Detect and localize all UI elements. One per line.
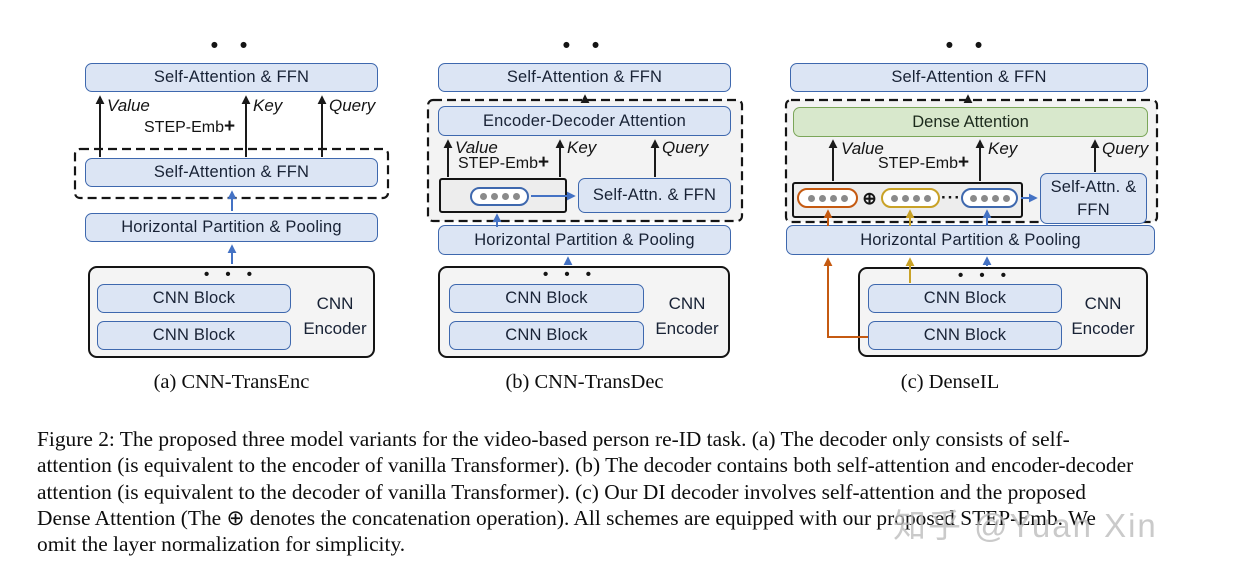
horizontal-partition-pooling-box: Horizontal Partition & Pooling xyxy=(786,225,1155,255)
token-dot xyxy=(818,194,826,202)
panel-caption-b: (b) CNN-TransDec xyxy=(505,371,664,393)
step-emb-label: STEP-Emb+ xyxy=(144,116,235,138)
token-group-yellow xyxy=(881,188,940,208)
query-label: Query xyxy=(1102,139,1149,158)
token-dot xyxy=(991,194,999,202)
token-dot xyxy=(980,194,988,202)
watermark: 知乎 @Yuan Xin xyxy=(893,507,1158,544)
cnn-encoder-label: CNN Encoder xyxy=(303,294,367,338)
decoder-self-attention-ffn-box: Self-Attention & FFN xyxy=(85,158,378,187)
step-emb-text: STEP-Emb xyxy=(458,155,539,172)
figure-caption-line: attention (is equivalent to the encoder … xyxy=(37,453,1134,478)
token-dot xyxy=(512,193,520,200)
step-emb-text: STEP-Emb xyxy=(144,119,225,136)
plus-icon: + xyxy=(224,116,236,137)
step-emb-label: STEP-Emb+ xyxy=(458,152,549,174)
token-dot xyxy=(901,194,909,202)
self-attention-ffn-box: Self-Attention & FFN xyxy=(438,63,731,92)
cnn-block: CNN Block xyxy=(868,284,1062,313)
horizontal-partition-pooling-box: Horizontal Partition & Pooling xyxy=(438,225,731,255)
panel-caption-a: (a) CNN-TransEnc xyxy=(153,371,310,393)
panel-caption-c: (c) DenseIL xyxy=(900,371,1000,393)
figure-caption: Figure 2: The proposed three model varia… xyxy=(37,426,1133,557)
step-emb-label: STEP-Emb+ xyxy=(878,152,969,174)
token-dot xyxy=(912,194,920,202)
self-attn-ffn-box: Self-Attn. & FFN xyxy=(1040,173,1147,224)
cnn-stack-dots: • • • xyxy=(542,266,598,283)
token-dot xyxy=(969,194,977,202)
cnn-block: CNN Block xyxy=(97,284,291,313)
token-dot xyxy=(923,194,931,202)
token-dot xyxy=(829,194,837,202)
key-label: Key xyxy=(567,138,597,157)
query-label: Query xyxy=(329,96,376,115)
token-dot xyxy=(479,193,487,200)
token-dot xyxy=(807,194,815,202)
cnn-encoder-label: CNN Encoder xyxy=(655,294,719,338)
cnn-block: CNN Block xyxy=(97,321,291,350)
concatenation-oplus-icon: ⊕ xyxy=(862,189,877,208)
key-label: Key xyxy=(988,139,1018,158)
cnn-stack-dots: • • • xyxy=(203,266,259,283)
token-dot xyxy=(490,193,498,200)
self-attention-ffn-box: Self-Attention & FFN xyxy=(85,63,378,92)
figure-caption-line: Figure 2: The proposed three model varia… xyxy=(37,427,1070,451)
cnn-block: CNN Block xyxy=(449,321,644,350)
step-emb-text: STEP-Emb xyxy=(878,155,959,172)
cnn-stack-dots: • • • xyxy=(957,267,1013,284)
cnn-encoder-label: CNN Encoder xyxy=(1071,294,1135,338)
plus-icon: + xyxy=(538,152,550,173)
cnn-block: CNN Block xyxy=(449,284,644,313)
plus-icon: + xyxy=(958,152,970,173)
token-dot xyxy=(890,194,898,202)
token-dot xyxy=(501,193,509,200)
ellipsis-dots: ··· xyxy=(941,188,961,207)
figure-caption-line: attention (is equivalent to the decoder … xyxy=(37,479,1087,504)
token-group-orange xyxy=(797,188,858,208)
self-attention-ffn-box: Self-Attention & FFN xyxy=(790,63,1148,92)
figure-caption-line: Dense Attention (The ⊕ denotes the conca… xyxy=(37,505,1096,530)
value-label: Value xyxy=(107,96,150,115)
query-label: Query xyxy=(662,138,709,157)
self-attn-ffn-box: Self-Attn. & FFN xyxy=(578,178,731,213)
figure-caption-line: omit the layer normalization for simplic… xyxy=(37,532,406,557)
cnn-block: CNN Block xyxy=(868,321,1062,350)
dense-attention-box: Dense Attention xyxy=(793,107,1148,137)
token-dot xyxy=(840,194,848,202)
key-label: Key xyxy=(253,96,283,115)
token-dot xyxy=(1002,194,1010,202)
token-group-blue xyxy=(470,187,529,206)
horizontal-partition-pooling-box: Horizontal Partition & Pooling xyxy=(85,213,378,242)
encoder-decoder-attention-box: Encoder-Decoder Attention xyxy=(438,106,731,136)
token-group-blue xyxy=(961,188,1018,208)
